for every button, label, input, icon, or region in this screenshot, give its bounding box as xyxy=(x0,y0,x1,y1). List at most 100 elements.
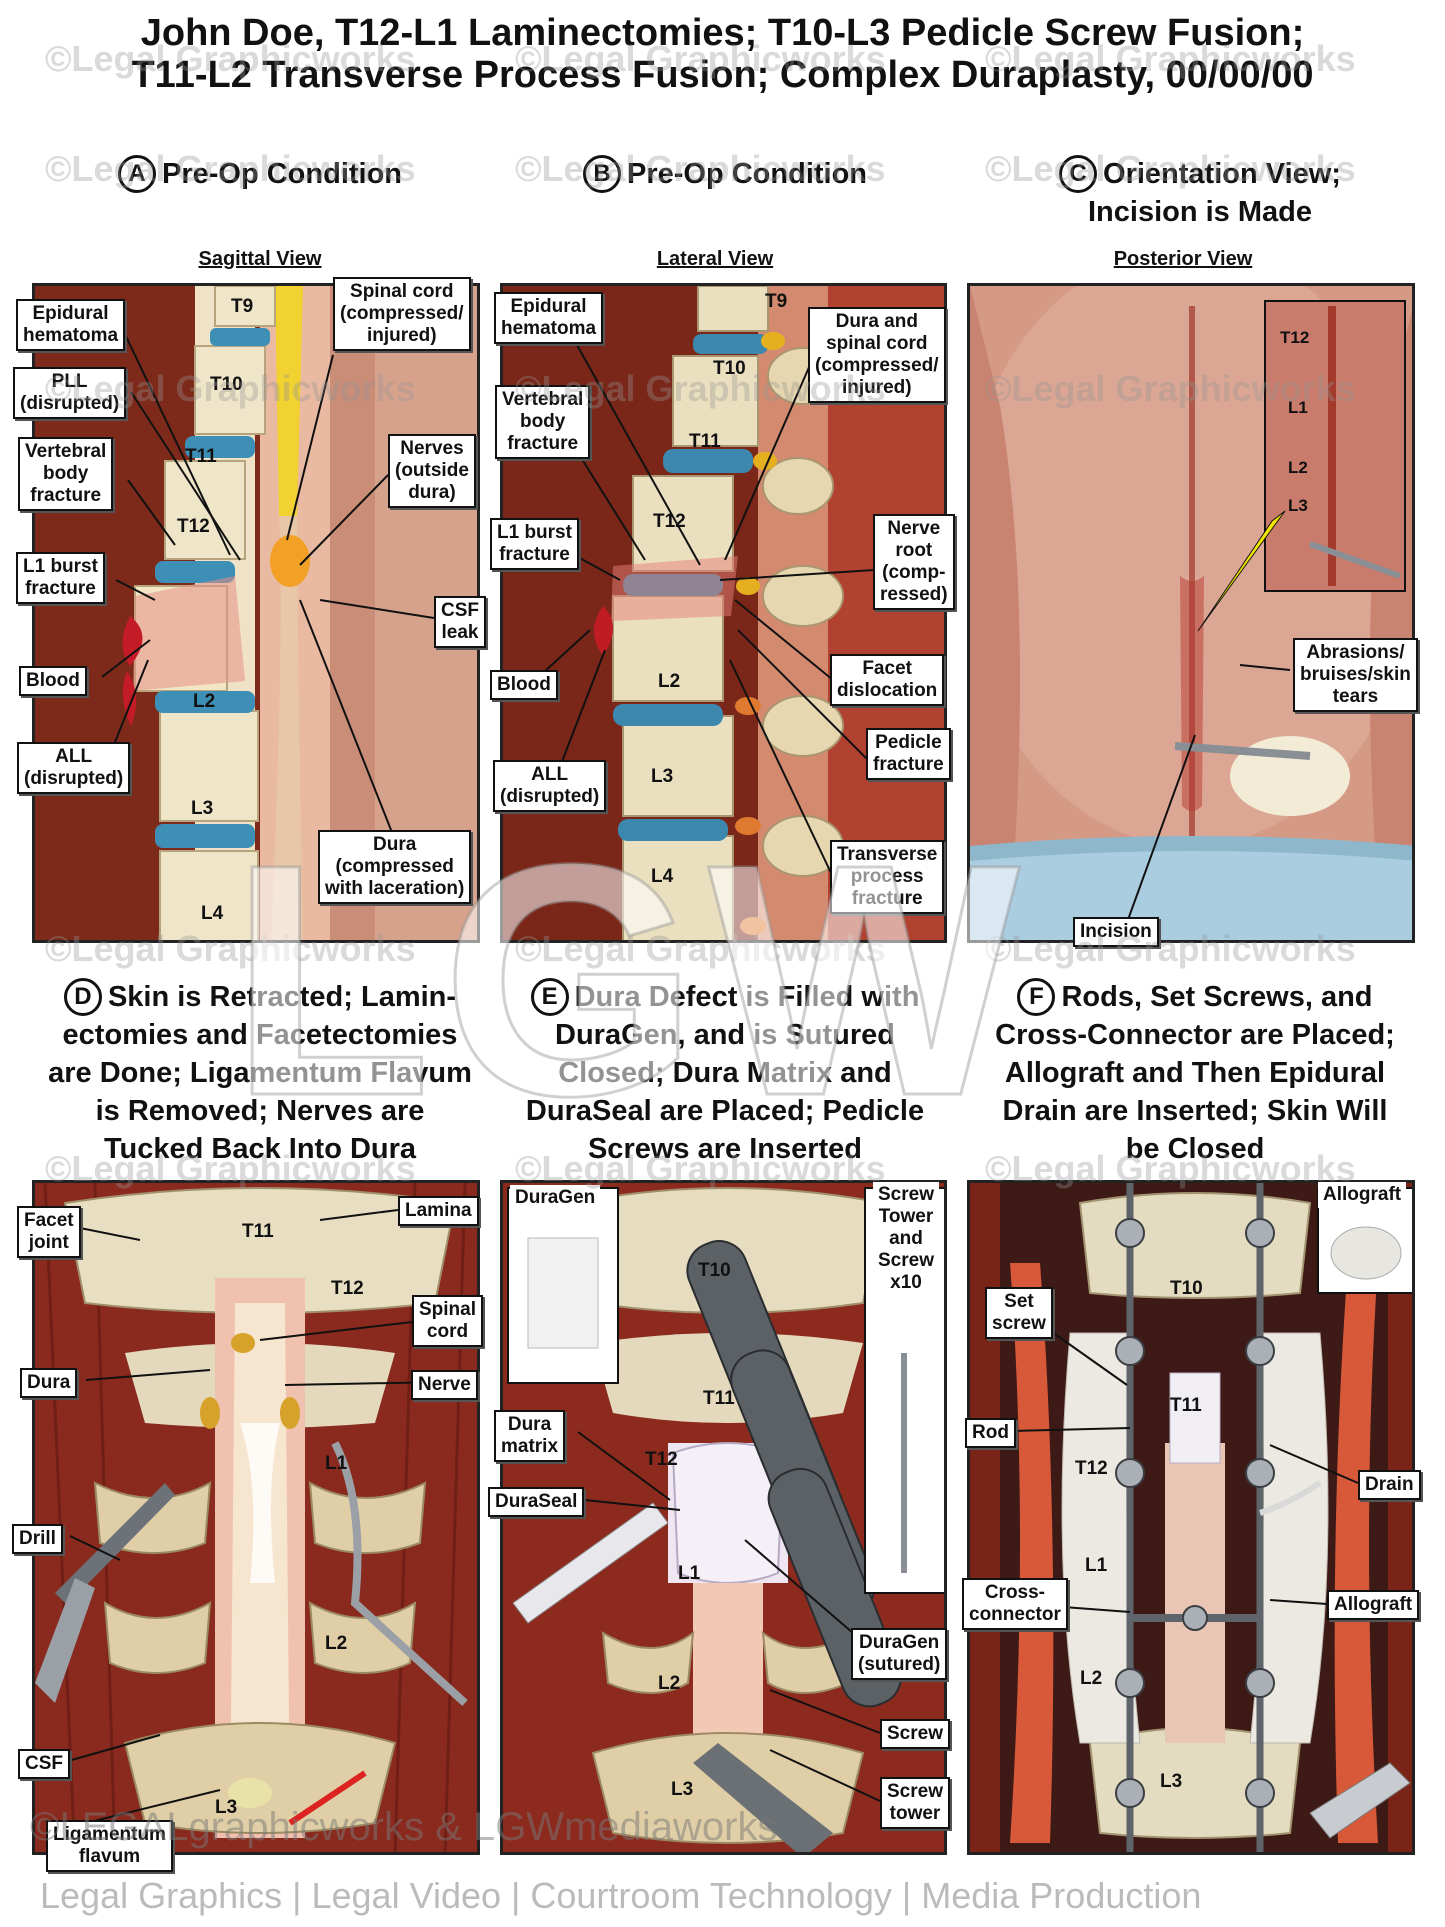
callout-b-l1-burst-fracture: L1 burst fracture xyxy=(490,518,579,570)
panel-b-vert-l2: L2 xyxy=(658,671,681,692)
panel-e-vert-l2: L2 xyxy=(658,1673,681,1694)
footer-brand-watermark: ©LEGALgraphicworks & LGWmediaworks xyxy=(30,1805,778,1849)
panel-d-vert-l3: L3 xyxy=(215,1797,238,1818)
callout-d-ligamentum-flavum: Ligamentum flavum xyxy=(46,1820,173,1872)
callout-e-duragen-sutured: DuraGen (sutured) xyxy=(851,1628,948,1680)
panel-d-art xyxy=(35,1183,477,1852)
callout-b-dura-spinal-cord: Dura and spinal cord (compressed/ injure… xyxy=(808,307,946,403)
panel-c-illustration: T12 L1 L2 L3 xyxy=(967,283,1415,943)
callout-a-blood: Blood xyxy=(19,666,87,696)
panel-a-vert-t9: T9 xyxy=(231,296,254,317)
panel-a-vert-t11: T11 xyxy=(185,446,217,467)
panel-b-vert-l4: L4 xyxy=(651,866,674,887)
panel-c-inset-l1: L1 xyxy=(1288,398,1308,417)
callout-b-blood: Blood xyxy=(490,670,558,700)
panel-b-letter: B xyxy=(582,155,621,193)
callout-b-pedicle-fracture: Pedicle fracture xyxy=(866,728,951,780)
panel-e-vert-t11: T11 xyxy=(703,1388,735,1409)
panel-f-heading-line2: Cross-Connector are Placed; xyxy=(995,1019,1395,1051)
callout-f-drain: Drain xyxy=(1358,1470,1421,1500)
panel-d-heading-line1: Skin is Retracted; Lamin- xyxy=(107,981,457,1013)
panel-d-vert-t12: T12 xyxy=(331,1278,364,1299)
callout-a-dura: Dura (compressed with laceration) xyxy=(318,830,472,904)
panel-e-vert-l1: L1 xyxy=(678,1563,701,1584)
panel-d-vert-l2: L2 xyxy=(325,1633,348,1654)
panel-e-illustration: T10 T11 T12 L1 L2 L3 xyxy=(500,1180,947,1855)
callout-a-l1-burst-fracture: L1 burst fracture xyxy=(16,552,105,604)
callout-d-spinal-cord: Spinal cord xyxy=(412,1295,484,1347)
panel-d-letter: D xyxy=(63,978,102,1016)
panel-d-heading-line3: are Done; Ligamentum Flavum xyxy=(48,1057,472,1089)
panel-a-heading-text: Pre-Op Condition xyxy=(161,158,403,190)
callout-a-csf-leak: CSF leak xyxy=(434,596,486,648)
panel-e-heading-line4: DuraSeal are Placed; Pedicle xyxy=(525,1095,925,1127)
callout-d-lamina: Lamina xyxy=(398,1196,479,1226)
panel-a-view-label: Sagittal View xyxy=(198,248,322,270)
panel-a-letter: A xyxy=(117,155,156,193)
panel-d-vert-t11: T11 xyxy=(242,1221,274,1242)
callout-f-set-screw: Set screw xyxy=(985,1287,1053,1339)
callout-f-rod: Rod xyxy=(965,1418,1016,1448)
panel-f-illustration: T10 T11 T12 L1 L2 L3 xyxy=(967,1180,1415,1855)
panel-f-vert-t12: T12 xyxy=(1075,1458,1108,1479)
panel-a-vert-l2: L2 xyxy=(193,691,216,712)
panel-b-vert-t9: T9 xyxy=(765,291,788,312)
panel-c-view-label: Posterior View xyxy=(1113,248,1253,270)
title-line-1: John Doe, T12-L1 Laminectomies; T10-L3 P… xyxy=(140,12,1305,54)
panel-d-vert-l1: L1 xyxy=(325,1453,348,1474)
panel-c-heading-line2: Incision is Made xyxy=(1088,196,1312,228)
panel-f-letter: F xyxy=(1017,978,1056,1016)
panel-f-art xyxy=(970,1183,1412,1852)
document-title: John Doe, T12-L1 Laminectomies; T10-L3 P… xyxy=(0,12,1445,96)
callout-d-facet-joint: Facet joint xyxy=(17,1206,81,1258)
panel-f-vert-l1: L1 xyxy=(1085,1555,1108,1576)
panel-b-vert-l3: L3 xyxy=(651,766,674,787)
callout-a-all: ALL (disrupted) xyxy=(17,742,131,794)
callout-e-duraseal: DuraSeal xyxy=(488,1487,585,1517)
panel-b-vert-t12: T12 xyxy=(653,511,686,532)
callout-e-screw-tower-and-screw: Screw Tower and Screw x10 xyxy=(873,1182,939,1296)
panel-e-art xyxy=(503,1183,944,1852)
panel-c-inset-l2: L2 xyxy=(1288,458,1308,477)
panel-c-heading-text: Orientation View; xyxy=(1103,158,1341,190)
callout-a-spinal-cord: Spinal cord (compressed/ injured) xyxy=(333,277,471,351)
panel-d-heading-line2: ectomies and Facetectomies xyxy=(62,1019,458,1051)
panel-c-inset-t12: T12 xyxy=(1280,328,1310,347)
callout-b-facet-dislocation: Facet dislocation xyxy=(830,654,945,706)
title-line-2: T11-L2 Transverse Process Fusion; Comple… xyxy=(131,54,1314,96)
callout-b-all: ALL (disrupted) xyxy=(493,760,607,812)
panel-b-view-label: Lateral View xyxy=(656,248,774,270)
panel-f-heading-line3: Allograft and Then Epidural xyxy=(1004,1057,1386,1089)
panel-e-letter: E xyxy=(530,978,569,1016)
callout-f-allograft: Allograft xyxy=(1327,1590,1420,1620)
panel-d-heading-line4: is Removed; Nerves are xyxy=(95,1095,425,1127)
panel-a-vert-l3: L3 xyxy=(191,798,214,819)
panel-e-vert-t10: T10 xyxy=(698,1260,731,1281)
panel-f-vert-l2: L2 xyxy=(1080,1668,1103,1689)
panel-c-art xyxy=(970,286,1412,940)
panel-b-heading-text: Pre-Op Condition xyxy=(626,158,868,190)
callout-d-drill: Drill xyxy=(12,1524,63,1554)
callout-f-allograft-top: Allograft xyxy=(1318,1182,1407,1208)
callout-a-nerves: Nerves (outside dura) xyxy=(388,434,476,508)
callout-e-screw-tower: Screw tower xyxy=(880,1777,950,1829)
panel-e-heading-line1: Dura Defect is Filled with xyxy=(574,981,920,1013)
panel-a-vert-t12: T12 xyxy=(177,516,210,537)
callout-e-duragen: DuraGen xyxy=(510,1185,601,1211)
panel-f-heading-line5: be Closed xyxy=(1125,1133,1265,1165)
panel-e-heading-line3: Closed; Dura Matrix and xyxy=(558,1057,892,1089)
panel-d-illustration: T11 T12 L1 L2 L3 xyxy=(32,1180,480,1855)
callout-b-epidural-hematoma: Epidural hematoma xyxy=(494,292,604,344)
panel-e-vert-t12: T12 xyxy=(645,1449,678,1470)
callout-a-vertebral-body-fracture: Vertebral body fracture xyxy=(18,437,114,511)
footer-services-watermark: Legal Graphics | Legal Video | Courtroom… xyxy=(40,1875,1202,1916)
panel-c-letter: C xyxy=(1059,155,1098,193)
callout-b-nerve-root: Nerve root (comp- ressed) xyxy=(873,514,955,610)
panel-f-heading-line1: Rods, Set Screws, and xyxy=(1061,981,1373,1013)
panel-d-heading-line5: Tucked Back Into Dura xyxy=(103,1133,417,1165)
panel-f-heading-line4: Drain are Inserted; Skin Will xyxy=(1002,1095,1388,1127)
